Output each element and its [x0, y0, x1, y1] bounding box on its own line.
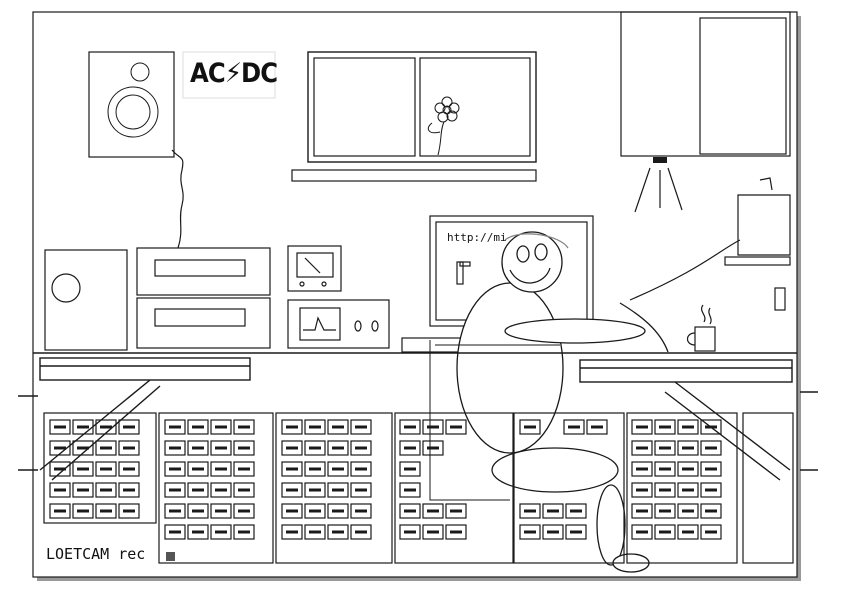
stereo [44, 247, 271, 351]
oscilloscope [287, 299, 390, 349]
chair [429, 340, 560, 501]
band-poster [182, 51, 276, 99]
flower [427, 96, 460, 156]
desk-lamp [629, 177, 791, 311]
meter [287, 245, 342, 292]
speaker [88, 51, 184, 249]
cabinet-frames [43, 412, 794, 564]
mug [686, 304, 716, 352]
wall-cabinet [620, 11, 791, 213]
band-logo-text: AC⚡DC [190, 58, 278, 89]
person [456, 231, 669, 573]
rec-indicator-icon [166, 552, 175, 561]
window [291, 51, 537, 182]
camera-label: LOETCAM rec [46, 545, 146, 563]
browser-url-text: http://mi [447, 231, 507, 244]
